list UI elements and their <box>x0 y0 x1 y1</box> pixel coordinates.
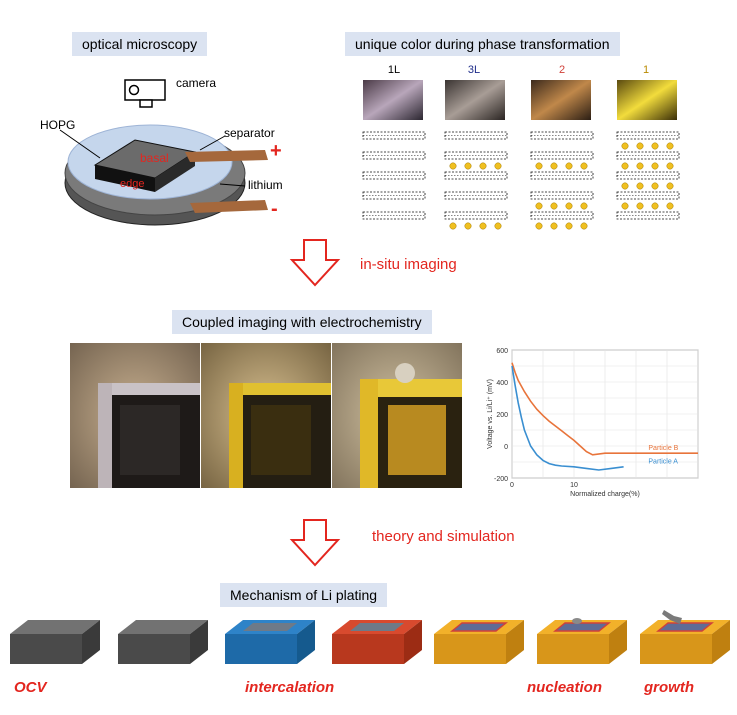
hopg-label: HOPG <box>40 118 76 132</box>
lithium-atom <box>494 222 502 230</box>
positive-tab <box>185 150 268 162</box>
mechanism-block-3 <box>225 620 315 664</box>
phase-label-3l: 3L <box>467 64 481 76</box>
stage-ocv-label: OCV <box>14 679 47 696</box>
negative-tab <box>190 200 268 213</box>
lithium-atom <box>565 222 573 230</box>
micrograph-frame-2 <box>201 343 331 488</box>
lithium-atom <box>621 142 629 150</box>
lithium-atom <box>479 162 487 170</box>
lithium-atom <box>494 162 502 170</box>
minus-sign: - <box>271 198 278 220</box>
separator-label: separator <box>224 126 275 140</box>
lithium-atom <box>666 162 674 170</box>
mechanism-block-6 <box>537 618 627 664</box>
camera-icon <box>124 79 166 108</box>
series-line-particle-a <box>511 365 624 471</box>
lithium-atom <box>464 162 472 170</box>
down-arrow-2 <box>289 519 341 567</box>
lithium-atom <box>651 202 659 210</box>
mechanism-block-4 <box>332 620 422 664</box>
lithium-atom <box>535 162 543 170</box>
x-tick-label: 0 <box>510 482 514 489</box>
lithium-atom <box>449 162 457 170</box>
phase-label-1l: 1L <box>387 64 401 76</box>
li-dendrite <box>662 610 682 624</box>
mechanism-block-7 <box>640 610 730 664</box>
y-tick-label: 200 <box>496 412 508 419</box>
lithium-label: lithium <box>248 178 283 192</box>
lithium-atom <box>666 202 674 210</box>
in-situ-imaging-label: in-situ imaging <box>360 256 457 273</box>
lithium-atom <box>550 202 558 210</box>
optical-microscopy-title: optical microscopy <box>72 32 208 56</box>
lithium-atom <box>565 162 573 170</box>
micrograph-1 <box>617 80 677 120</box>
lithium-atom <box>535 202 543 210</box>
stage-intercalation-label: intercalation <box>245 679 335 696</box>
lithium-atom <box>651 162 659 170</box>
lithium-atom <box>449 222 457 230</box>
plus-sign: + <box>270 140 282 162</box>
y-tick-label: 400 <box>496 380 508 387</box>
x-tick-label: 10 <box>570 482 578 489</box>
down-arrow-1 <box>289 239 341 287</box>
lithium-atom <box>580 222 588 230</box>
coupled-imaging-title: Coupled imaging with electrochemistry <box>172 310 432 334</box>
lithium-atom <box>636 202 644 210</box>
y-tick-label: -200 <box>494 476 508 483</box>
mechanism-title: Mechanism of Li plating <box>220 583 388 607</box>
unique-color-title: unique color during phase transformation <box>345 32 620 56</box>
lithium-atom <box>565 202 573 210</box>
lithium-atom <box>535 222 543 230</box>
series-line-particle-b <box>511 362 698 456</box>
lithium-atom <box>666 142 674 150</box>
lithium-atom <box>636 142 644 150</box>
micrograph-2 <box>531 80 591 120</box>
lithium-atom <box>464 222 472 230</box>
lithium-atom <box>636 182 644 190</box>
y-tick-label: 0 <box>504 444 508 451</box>
lithium-atom <box>479 222 487 230</box>
y-tick-label: 600 <box>496 348 508 355</box>
camera-label: camera <box>176 76 217 90</box>
mechanism-blocks <box>10 610 730 664</box>
micrograph-1l <box>363 80 423 120</box>
series-label: Particle B <box>648 445 678 452</box>
graphene-layers <box>362 131 680 230</box>
stage-nucleation-label: nucleation <box>527 679 603 696</box>
basal-label: basal <box>140 151 169 165</box>
lithium-atom <box>550 222 558 230</box>
theory-simulation-label: theory and simulation <box>372 528 515 545</box>
stage-growth-label: growth <box>644 679 694 696</box>
lithium-atom <box>651 182 659 190</box>
micrograph-frame-3 <box>332 343 462 488</box>
series-label: Particle A <box>648 459 678 466</box>
y-axis-label: Voltage vs. Li/Li⁺ (mV) <box>487 379 494 449</box>
lithium-atom <box>666 182 674 190</box>
lithium-atom <box>550 162 558 170</box>
mechanism-block-1 <box>10 620 100 664</box>
micrograph-sequence <box>70 343 462 488</box>
setup-diagram <box>59 79 268 226</box>
lithium-atom <box>651 142 659 150</box>
phase-micrographs <box>362 80 680 230</box>
lithium-atom <box>636 162 644 170</box>
lithium-atom <box>621 182 629 190</box>
micrograph-frame-1 <box>70 343 200 488</box>
edge-label: edge <box>120 178 145 190</box>
micrograph-3l <box>445 80 505 120</box>
lithium-atom <box>580 202 588 210</box>
li-nucleus <box>572 618 582 624</box>
phase-label-2: 2 <box>558 64 566 76</box>
mechanism-block-5 <box>434 620 524 664</box>
phase-label-1: 1 <box>642 64 650 76</box>
lithium-atom <box>580 162 588 170</box>
lithium-atom <box>621 162 629 170</box>
mechanism-block-2 <box>118 620 208 664</box>
lithium-atom <box>621 202 629 210</box>
x-axis-label: Normalized charge(%) <box>570 491 640 498</box>
